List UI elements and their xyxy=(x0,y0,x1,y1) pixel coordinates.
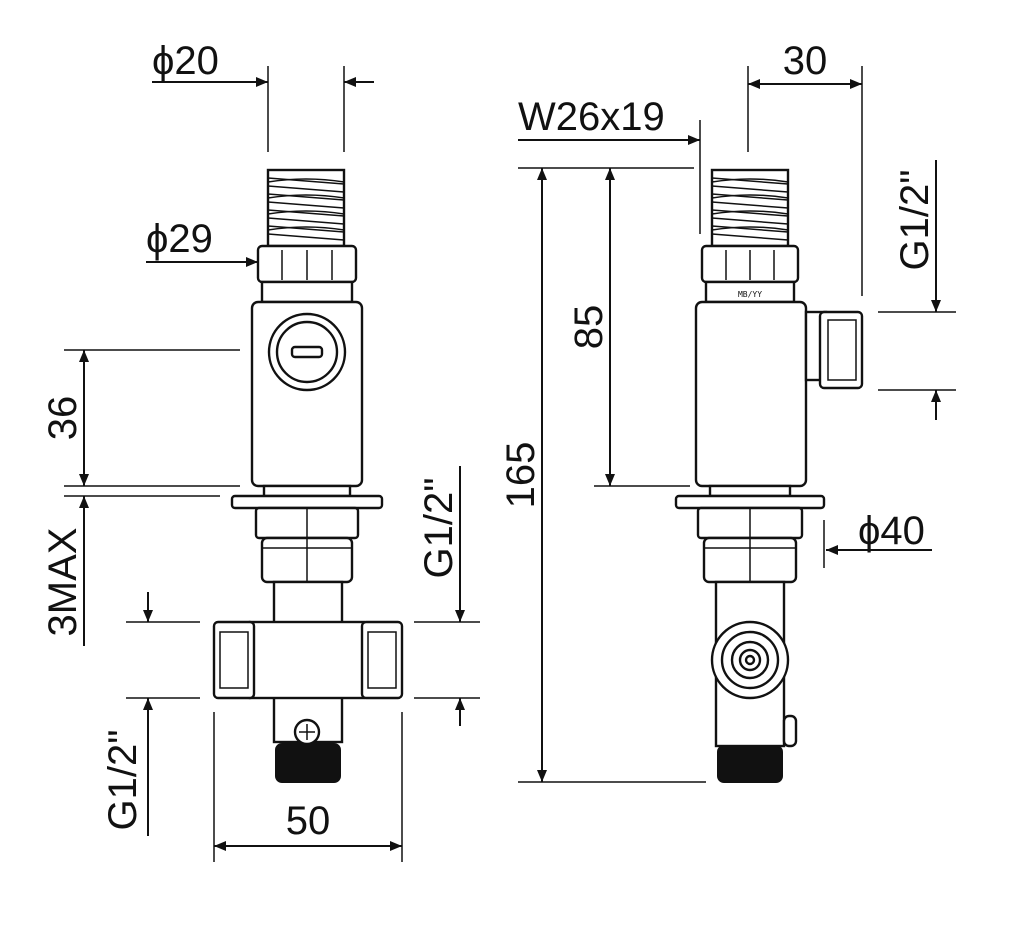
dim-30: 30 xyxy=(747,39,863,296)
front-spring xyxy=(266,168,346,248)
dim165-label: 165 xyxy=(499,442,543,509)
side-view: MB/YY xyxy=(499,39,956,783)
g-left-vertical-label: G1/2" xyxy=(417,478,461,579)
dim-left-g12-right: G1/2" xyxy=(414,466,480,726)
stamp-label: MB/YY xyxy=(738,290,762,299)
w26-label: W26x19 xyxy=(518,95,665,139)
phi29-label: ϕ29 xyxy=(146,217,213,261)
dim-w26: W26x19 xyxy=(518,95,701,234)
front-body xyxy=(250,300,364,498)
side-lower-stem xyxy=(710,580,798,783)
dim36-label: 36 xyxy=(41,396,85,441)
dim-phi29: ϕ29 xyxy=(146,217,258,267)
dim50-label: 50 xyxy=(286,799,331,843)
dim-right-g12: G1/2" xyxy=(878,160,956,420)
dim-36: 36 xyxy=(41,349,240,497)
max3-label: 3MAX xyxy=(41,528,85,637)
dim30-label: 30 xyxy=(783,39,828,83)
front-tee xyxy=(212,580,404,783)
front-top-nut xyxy=(256,244,358,304)
phi20-label: ϕ20 xyxy=(152,39,219,83)
front-view: ϕ20 ϕ29 36 3MAX G1/2" xyxy=(41,39,480,862)
dim-phi20: ϕ20 xyxy=(152,39,374,152)
side-flange xyxy=(674,494,826,584)
dim-50: 50 xyxy=(213,712,403,862)
dim-left-g12-side: G1/2" xyxy=(101,592,200,836)
dim85-label: 85 xyxy=(567,305,611,350)
dim-phi40: ϕ40 xyxy=(823,509,932,568)
dim-3max: 3MAX xyxy=(41,496,89,646)
phi40-label: ϕ40 xyxy=(858,509,925,553)
g-right-label: G1/2" xyxy=(893,170,937,271)
side-top-nut: MB/YY xyxy=(700,244,800,304)
side-spring xyxy=(710,168,790,248)
dim-165-85: 165 85 xyxy=(499,167,706,783)
side-body xyxy=(694,300,864,498)
g-left-lower-label: G1/2" xyxy=(101,730,145,831)
front-flange xyxy=(230,494,384,584)
